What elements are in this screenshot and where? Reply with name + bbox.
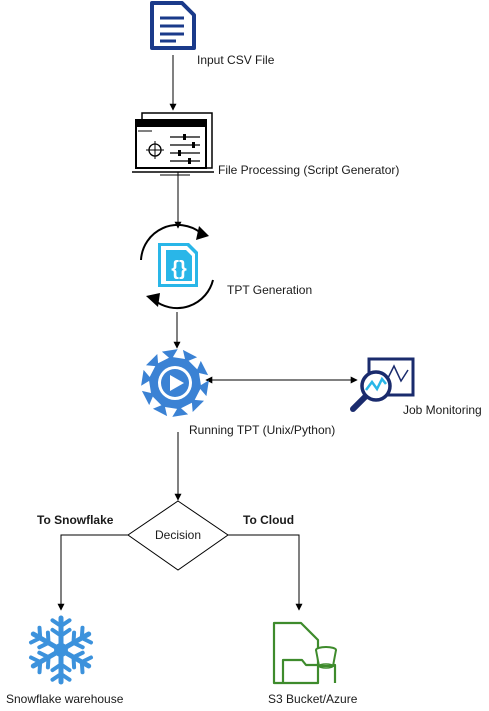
- snowflake-icon: [29, 615, 93, 685]
- connectors: [57, 55, 358, 611]
- node-s3[interactable]: S3 Bucket/Azure: [268, 621, 358, 706]
- node-input[interactable]: Input CSV File: [150, 1, 275, 67]
- monitoring-magnifier-icon: [350, 357, 415, 412]
- gear-play-icon: [141, 349, 209, 417]
- edge-decision-to-snowflake: [57, 534, 128, 611]
- to-snowflake-label: To Snowflake: [37, 513, 114, 527]
- snowflake-arm: [50, 672, 63, 682]
- node-tpt[interactable]: {} TPT Generation: [140, 223, 312, 310]
- node-snowflake[interactable]: Snowflake warehouse: [6, 615, 124, 706]
- snowflake-arm: [71, 640, 85, 650]
- running-label: Running TPT (Unix/Python): [189, 423, 335, 437]
- to-cloud-label: To Cloud: [243, 513, 294, 527]
- processing-label: File Processing (Script Generator): [218, 163, 399, 177]
- snowflake-arm: [50, 662, 63, 673]
- input-label: Input CSV File: [197, 53, 275, 67]
- snowflake-arm: [37, 650, 51, 660]
- edge-decision-to-s3: [228, 534, 303, 611]
- play-icon: [170, 375, 184, 391]
- snowflake-arm: [59, 627, 72, 638]
- snowflake-arm: [79, 660, 85, 675]
- bucket-folder-icon: [272, 621, 337, 685]
- snowflake-arm: [29, 655, 43, 664]
- braces-glyph: {}: [171, 258, 187, 280]
- decision-diamond: [127, 500, 229, 571]
- node-running[interactable]: Running TPT (Unix/Python): [141, 349, 335, 437]
- snowflake-arm: [71, 655, 77, 670]
- snowflake-arm: [45, 630, 51, 645]
- snowflake-hub: [54, 642, 68, 658]
- node-decision[interactable]: Decision: [127, 500, 229, 571]
- node-monitoring[interactable]: Job Monitoring: [350, 357, 482, 417]
- document-icon: [150, 1, 196, 50]
- snowflake-arm: [79, 636, 93, 645]
- node-processing[interactable]: File Processing (Script Generator): [132, 112, 399, 177]
- script-generator-icon: [132, 112, 214, 176]
- monitoring-label: Job Monitoring: [403, 403, 482, 417]
- code-refresh-icon: {}: [140, 223, 214, 310]
- s3-label: S3 Bucket/Azure: [268, 692, 358, 706]
- decision-label: Decision: [155, 528, 201, 542]
- snowflake-arm: [37, 625, 43, 640]
- tpt-label: TPT Generation: [227, 283, 312, 297]
- snowflake-label: Snowflake warehouse: [6, 692, 124, 706]
- snowflake-arm: [59, 618, 72, 628]
